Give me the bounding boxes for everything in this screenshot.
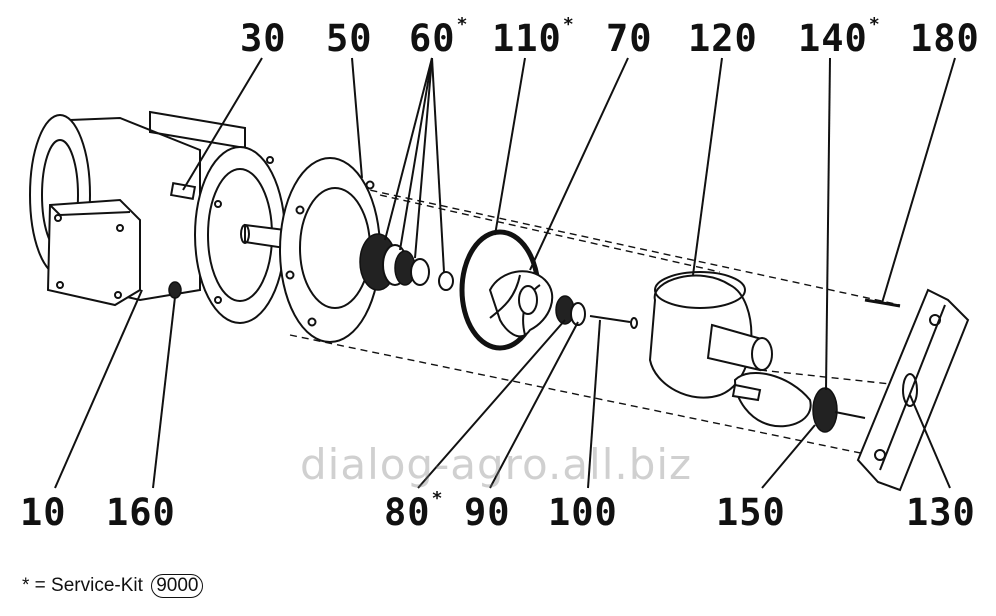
watermark: dialog-agro.all.biz — [300, 440, 693, 489]
leader-lines — [54, 57, 956, 489]
motor-part-10 — [29, 110, 286, 324]
impeller-part-70 — [488, 270, 554, 338]
label-text: 80 — [384, 491, 431, 534]
screw-part-100 — [589, 315, 638, 329]
label-text: 60 — [409, 17, 456, 60]
strainer-part-140 — [812, 387, 866, 433]
assembly-guide-lines — [289, 174, 901, 456]
label-text: 110 — [492, 17, 562, 60]
label-text: 10 — [20, 491, 67, 534]
label-60: 60* — [409, 16, 468, 60]
label-text: 150 — [716, 491, 786, 534]
legend-text: * = Service-Kit — [22, 575, 143, 596]
label-text: 130 — [906, 491, 976, 534]
label-text: 160 — [106, 491, 176, 534]
label-text: 100 — [548, 491, 618, 534]
label-text: 140 — [798, 17, 868, 60]
service-kit-legend: * = Service-Kit 9000 — [22, 574, 204, 598]
nut-parts-80-90 — [555, 295, 586, 326]
label-70: 70 — [606, 20, 654, 57]
label-90: 90 — [464, 494, 512, 531]
label-150: 150 — [716, 494, 787, 531]
service-kit-star: * — [562, 14, 575, 35]
label-80: 80* — [384, 490, 443, 534]
label-text: 120 — [688, 17, 758, 60]
label-100: 100 — [548, 494, 619, 531]
service-kit-star: * — [431, 488, 444, 509]
base-foot-part-130 — [856, 288, 970, 492]
label-30: 30 — [240, 20, 288, 57]
label-text: 90 — [464, 491, 511, 534]
service-kit-star: * — [868, 14, 881, 35]
service-kit-star: * — [456, 14, 469, 35]
label-10: 10 — [20, 494, 68, 531]
label-text: 30 — [240, 17, 287, 60]
label-text: 180 — [910, 17, 980, 60]
label-50: 50 — [326, 20, 374, 57]
label-140: 140* — [798, 16, 881, 60]
label-110: 110* — [492, 16, 575, 60]
label-180: 180 — [910, 20, 981, 57]
label-120: 120 — [688, 20, 759, 57]
mechanical-seal-part-60 — [359, 233, 454, 291]
pump-casing-part-120 — [648, 271, 812, 428]
label-text: 70 — [606, 17, 653, 60]
kit-number-badge: 9000 — [151, 574, 204, 598]
label-160: 160 — [106, 494, 177, 531]
label-text: 50 — [326, 17, 373, 60]
label-130: 130 — [906, 494, 977, 531]
